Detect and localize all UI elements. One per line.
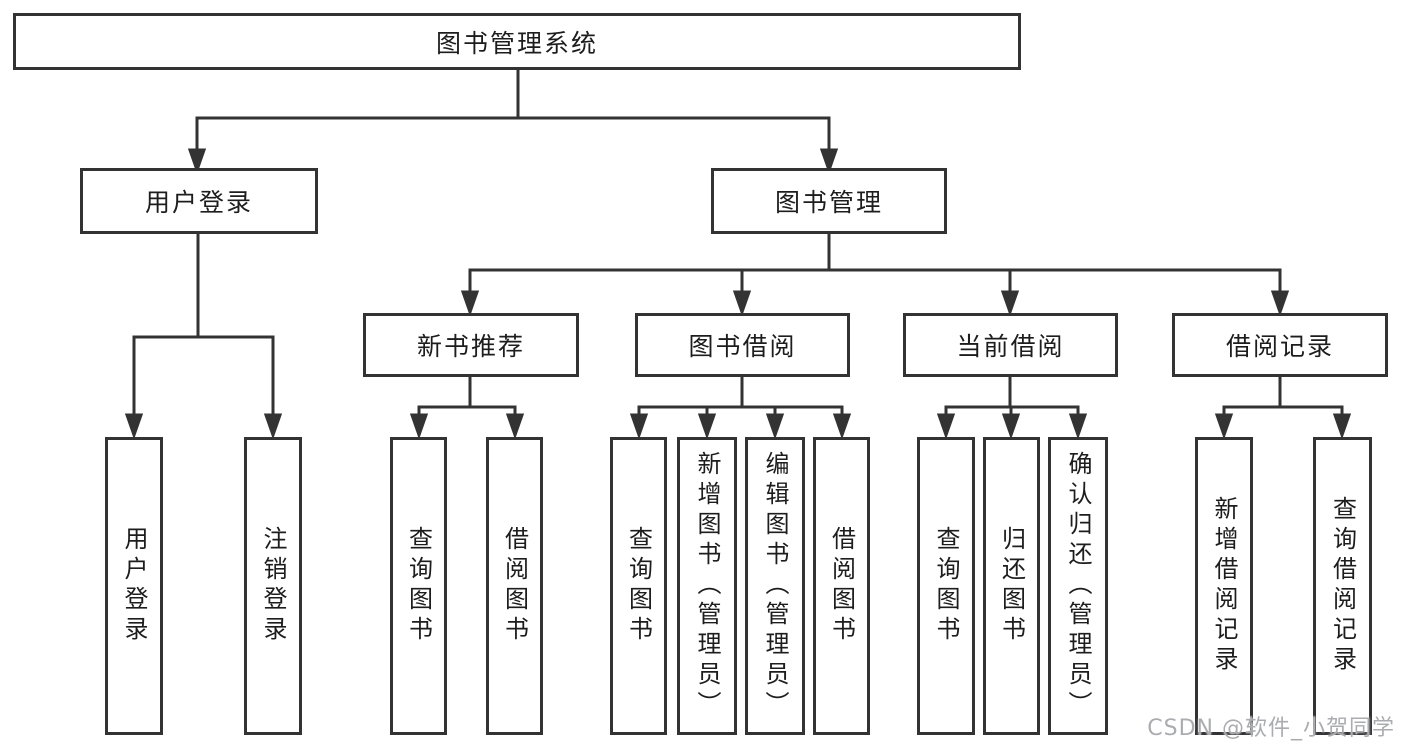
leaf-query-borrow-record-label: 查询借阅记录 [1328,496,1357,676]
leaf-add-books-admin: 新增图书（管理员） [677,437,737,735]
leaf-user-login: 用户登录 [105,437,163,735]
leaf-query-books-borrow: 查询图书 [610,437,667,735]
leaf-confirm-return-admin: 确认归还（管理员） [1048,437,1108,735]
leaf-add-borrow-record: 新增借阅记录 [1195,437,1253,735]
node-root-label: 图书管理系统 [435,28,598,58]
node-current-borrow-label: 当前借阅 [956,332,1065,361]
leaf-logout-login: 注销登录 [244,437,302,735]
leaf-add-books-admin-label: 新增图书（管理员） [693,451,721,721]
leaf-logout-login-label: 注销登录 [259,526,287,646]
leaf-user-login-label: 用户登录 [120,526,148,646]
leaf-add-borrow-record-label: 新增借阅记录 [1210,496,1238,676]
leaf-confirm-return-admin-label: 确认归还（管理员） [1064,451,1092,721]
node-book-management: 图书管理 [711,168,947,234]
node-user-login: 用户登录 [80,168,318,234]
node-book-borrow: 图书借阅 [635,313,850,377]
node-book-management-label: 图书管理 [774,188,883,217]
leaf-borrow-books-borrow-label: 借阅图书 [827,526,856,646]
node-user-login-label: 用户登录 [144,188,253,217]
csdn-watermark: CSDN @软件_小贺同学 [1147,716,1395,741]
leaf-query-borrow-record: 查询借阅记录 [1313,437,1372,735]
leaf-return-books: 归还图书 [983,437,1040,735]
node-current-borrow: 当前借阅 [903,313,1118,377]
leaf-return-books-label: 归还图书 [997,526,1026,646]
leaf-edit-books-admin: 编辑图书（管理员） [745,437,805,735]
node-root-library-system: 图书管理系统 [13,13,1021,70]
node-borrow-records: 借阅记录 [1172,313,1388,377]
leaf-borrow-books-borrow: 借阅图书 [813,437,870,735]
leaf-query-books-current-label: 查询图书 [932,526,960,646]
node-borrow-records-label: 借阅记录 [1225,332,1334,361]
node-new-book-recommend-label: 新书推荐 [416,332,525,361]
node-book-borrow-label: 图书借阅 [688,332,797,361]
leaf-query-books-borrow-label: 查询图书 [624,526,653,646]
leaf-query-books-recommend-label: 查询图书 [404,526,433,646]
leaf-borrow-books-recommend-label: 借阅图书 [500,526,529,646]
leaf-borrow-books-recommend: 借阅图书 [486,437,543,735]
leaf-edit-books-admin-label: 编辑图书（管理员） [761,451,789,721]
leaf-query-books-recommend: 查询图书 [390,437,447,735]
node-new-book-recommend: 新书推荐 [363,313,579,377]
leaf-query-books-current: 查询图书 [917,437,975,735]
